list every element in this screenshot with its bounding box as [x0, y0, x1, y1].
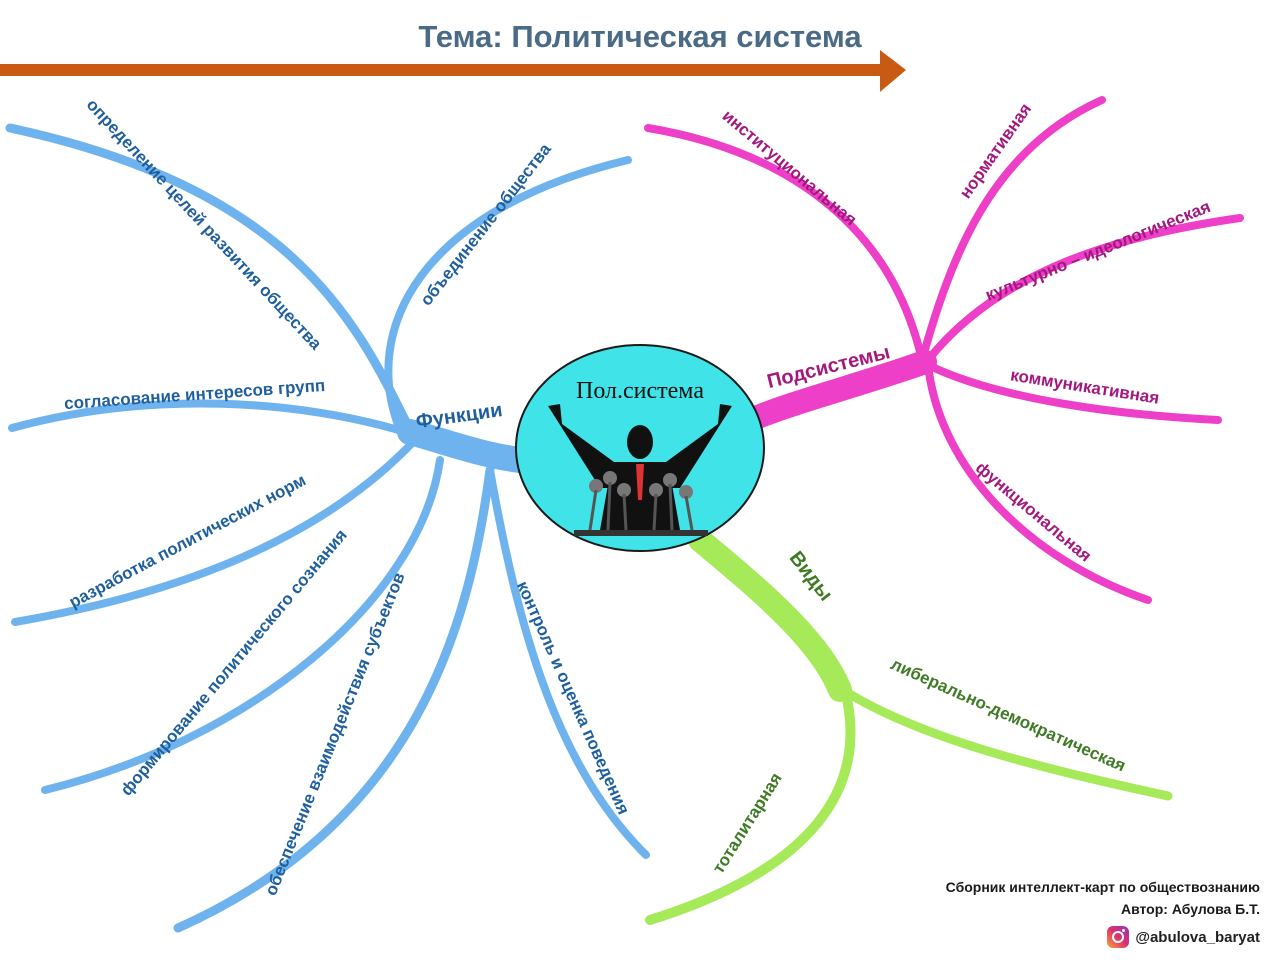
header-arrow: [0, 50, 906, 92]
types-label: Виды: [785, 547, 837, 605]
function-item: контроль и оценка поведения: [513, 578, 633, 817]
functions-branch: [5, 123, 650, 933]
subsystem-item: институциональная: [719, 106, 861, 229]
function-item: обеспечение взаимодействия субъектов: [261, 570, 408, 899]
instagram-label: @abulova_baryat: [1135, 928, 1260, 946]
instagram-icon: [1107, 926, 1130, 948]
subsystems-branch: [644, 96, 1244, 604]
page-title: Тема: Политическая система: [418, 19, 862, 54]
credits-author: Автор: Абулова Б.Т.: [1120, 901, 1260, 917]
subsystem-item: функциональная: [972, 458, 1095, 566]
center-node: Пол.система: [515, 344, 765, 552]
credits: Сборник интеллект-карт по обществознанию…: [946, 876, 1260, 920]
function-item: объединение общества: [417, 139, 556, 309]
speaker-illustration: [548, 404, 732, 536]
subsystem-item: культурно – идеологическая: [983, 197, 1214, 305]
center-label: Пол.система: [576, 378, 704, 404]
instagram-handle[interactable]: @abulova_baryat: [1107, 926, 1260, 948]
types-branch: [645, 528, 1173, 925]
credits-collection: Сборник интеллект-карт по обществознанию: [945, 879, 1260, 895]
function-item: определение целей развития общества: [83, 95, 326, 354]
functions-label: Функции: [414, 399, 503, 433]
